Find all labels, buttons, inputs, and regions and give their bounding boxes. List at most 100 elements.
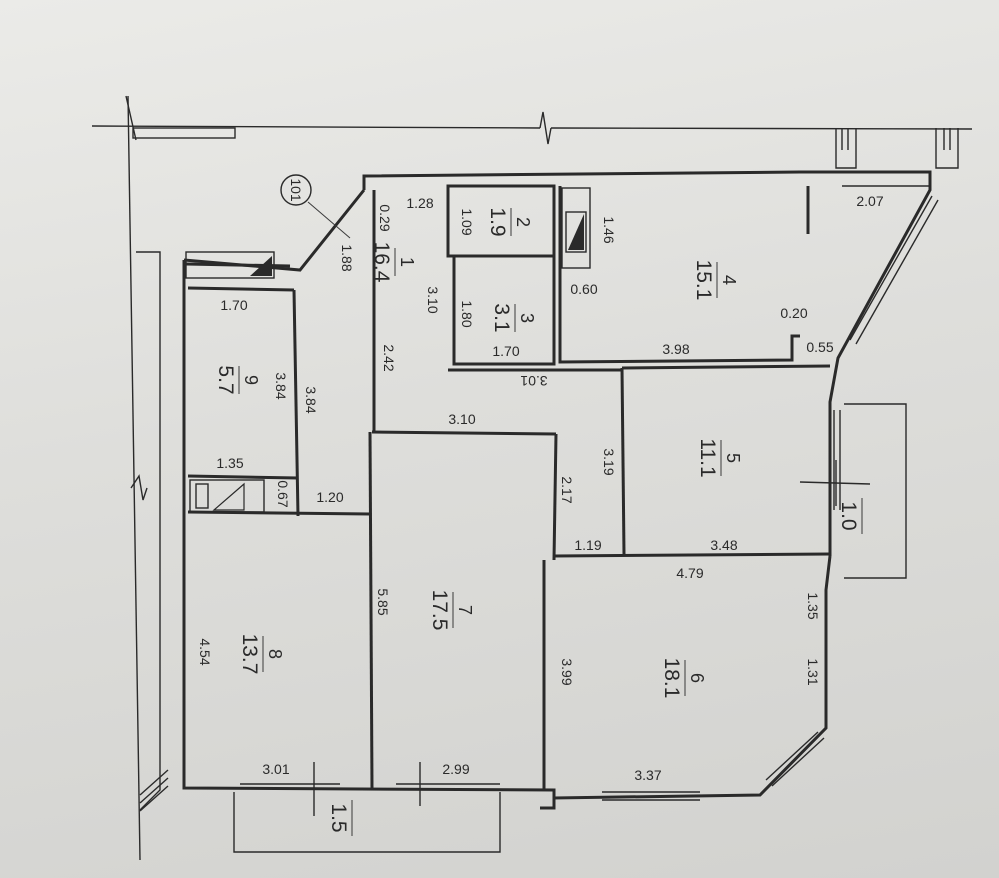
wall-room6-top [553, 552, 831, 558]
room-labels: 1 16.4 2 1.9 3 3.1 4 15.1 5 11.1 6 18.1 [214, 207, 863, 836]
dim-3-01-room8: 3.01 [262, 761, 289, 777]
dim-3-48: 3.48 [710, 537, 737, 553]
wall-room9-top [187, 286, 295, 292]
svg-text:9: 9 [241, 375, 261, 385]
dim-3-37: 3.37 [634, 767, 661, 783]
svg-text:17.5: 17.5 [428, 590, 451, 631]
dim-1-70-room3: 1.70 [492, 343, 519, 359]
dim-1-35-room6: 1.35 [805, 592, 821, 619]
balcony-label-1: 1.0 [837, 498, 863, 534]
dim-0-29: 0.29 [377, 204, 393, 231]
room-label-9: 9 5.7 [214, 365, 261, 394]
wall-room7-left [368, 431, 374, 789]
svg-text:2: 2 [513, 217, 533, 227]
left-window-line [139, 769, 169, 796]
dim-4-79: 4.79 [676, 565, 703, 581]
room-label-1: 1 16.4 [370, 242, 417, 283]
dim-2-17: 2.17 [559, 476, 575, 503]
dim-1-80: 1.80 [459, 300, 475, 327]
dim-1-70-room9: 1.70 [220, 297, 247, 313]
dim-5-85: 5.85 [375, 588, 391, 615]
top-break-line-right [550, 127, 973, 130]
svg-text:8: 8 [265, 649, 285, 659]
marker-label: 101 [288, 178, 304, 202]
break-mark-left [130, 474, 148, 501]
bath-fixture [561, 187, 591, 269]
site-lines [91, 95, 973, 861]
dim-1-28: 1.28 [406, 195, 433, 211]
balcony-bottom [233, 792, 501, 853]
wall-room9-bottom [187, 474, 299, 480]
section-marker: 101 1.88 [280, 174, 355, 272]
dim-1-19: 1.19 [574, 537, 601, 553]
room-label-5: 5 11.1 [696, 438, 743, 477]
svg-text:15.1: 15.1 [692, 260, 715, 301]
wc-sink [195, 483, 209, 509]
dim-2-99: 2.99 [442, 761, 469, 777]
svg-text:1.0: 1.0 [837, 501, 860, 530]
dim-3-01-hall: 3.01 [520, 373, 547, 389]
svg-text:13.7: 13.7 [238, 634, 261, 675]
wall-room5-top [621, 364, 831, 370]
wall-top-right [362, 170, 932, 556]
dim-1-09: 1.09 [459, 208, 475, 235]
room-label-2: 2 1.9 [486, 207, 533, 236]
counter-mark [250, 256, 272, 276]
dim-3-10-hall: 3.10 [448, 411, 475, 427]
svg-text:11.1: 11.1 [696, 438, 719, 477]
dim-0-55: 0.55 [806, 339, 833, 355]
dim-1-46: 1.46 [601, 216, 617, 243]
dim-marker: 1.88 [339, 244, 355, 271]
marker-circle [280, 174, 312, 206]
wall-room9-right [292, 289, 300, 517]
room-label-7: 7 17.5 [428, 590, 475, 631]
dimensions-vertical: 0.29 1.09 1.46 3.10 1.80 2.42 3.84 3.84 … [197, 204, 821, 685]
dim-4-54: 4.54 [197, 638, 213, 665]
room-label-6: 6 18.1 [660, 658, 707, 699]
top-right-pier-2 [935, 128, 959, 169]
dim-0-60: 0.60 [570, 281, 597, 297]
svg-text:5: 5 [723, 453, 743, 463]
window-room6-diag-1 [765, 731, 819, 781]
dimensions-horizontal: 1.28 2.07 0.60 1.70 0.20 0.55 1.70 3.98 … [216, 193, 883, 783]
break-mark-top [539, 111, 552, 145]
room-label-4: 4 15.1 [692, 260, 739, 301]
svg-text:1.9: 1.9 [486, 207, 509, 236]
svg-text:3.1: 3.1 [490, 303, 513, 332]
dim-3-10-room1: 3.10 [425, 286, 441, 313]
top-right-pier-1 [835, 128, 857, 169]
left-window-line [139, 785, 169, 812]
dim-3-84-corridor: 3.84 [303, 386, 319, 413]
dim-0-67: 0.67 [275, 480, 291, 507]
top-left-ledge [132, 127, 236, 139]
wall-kitchen-top [185, 262, 291, 268]
room-label-3: 3 3.1 [490, 303, 537, 332]
left-facade-column [136, 251, 161, 811]
walls [182, 170, 932, 810]
svg-text:6: 6 [687, 673, 707, 683]
openings [233, 185, 939, 853]
fixtures [185, 187, 591, 513]
dim-3-19: 3.19 [601, 448, 617, 475]
balcony-label-2: 1.5 [327, 800, 353, 836]
dim-1-31: 1.31 [805, 658, 821, 685]
bath-mark [568, 214, 584, 250]
dim-1-35-wc: 1.35 [216, 455, 243, 471]
wc-fixture [189, 479, 265, 513]
wall-room5-left [620, 367, 626, 555]
wc-diagonal [212, 482, 245, 511]
dim-2-42: 2.42 [381, 344, 397, 371]
wall-room7-right-upper [552, 433, 558, 561]
kitchen-counter [185, 251, 275, 279]
dim-0-20: 0.20 [780, 305, 807, 321]
dim-2-07: 2.07 [856, 193, 883, 209]
top-break-line-left [91, 125, 541, 129]
room-label-8: 8 13.7 [238, 634, 285, 675]
dim-3-98: 3.98 [662, 341, 689, 357]
balcony-right [844, 403, 907, 579]
dim-3-99: 3.99 [559, 658, 575, 685]
marker-leader [307, 201, 351, 239]
svg-text:18.1: 18.1 [660, 658, 683, 699]
